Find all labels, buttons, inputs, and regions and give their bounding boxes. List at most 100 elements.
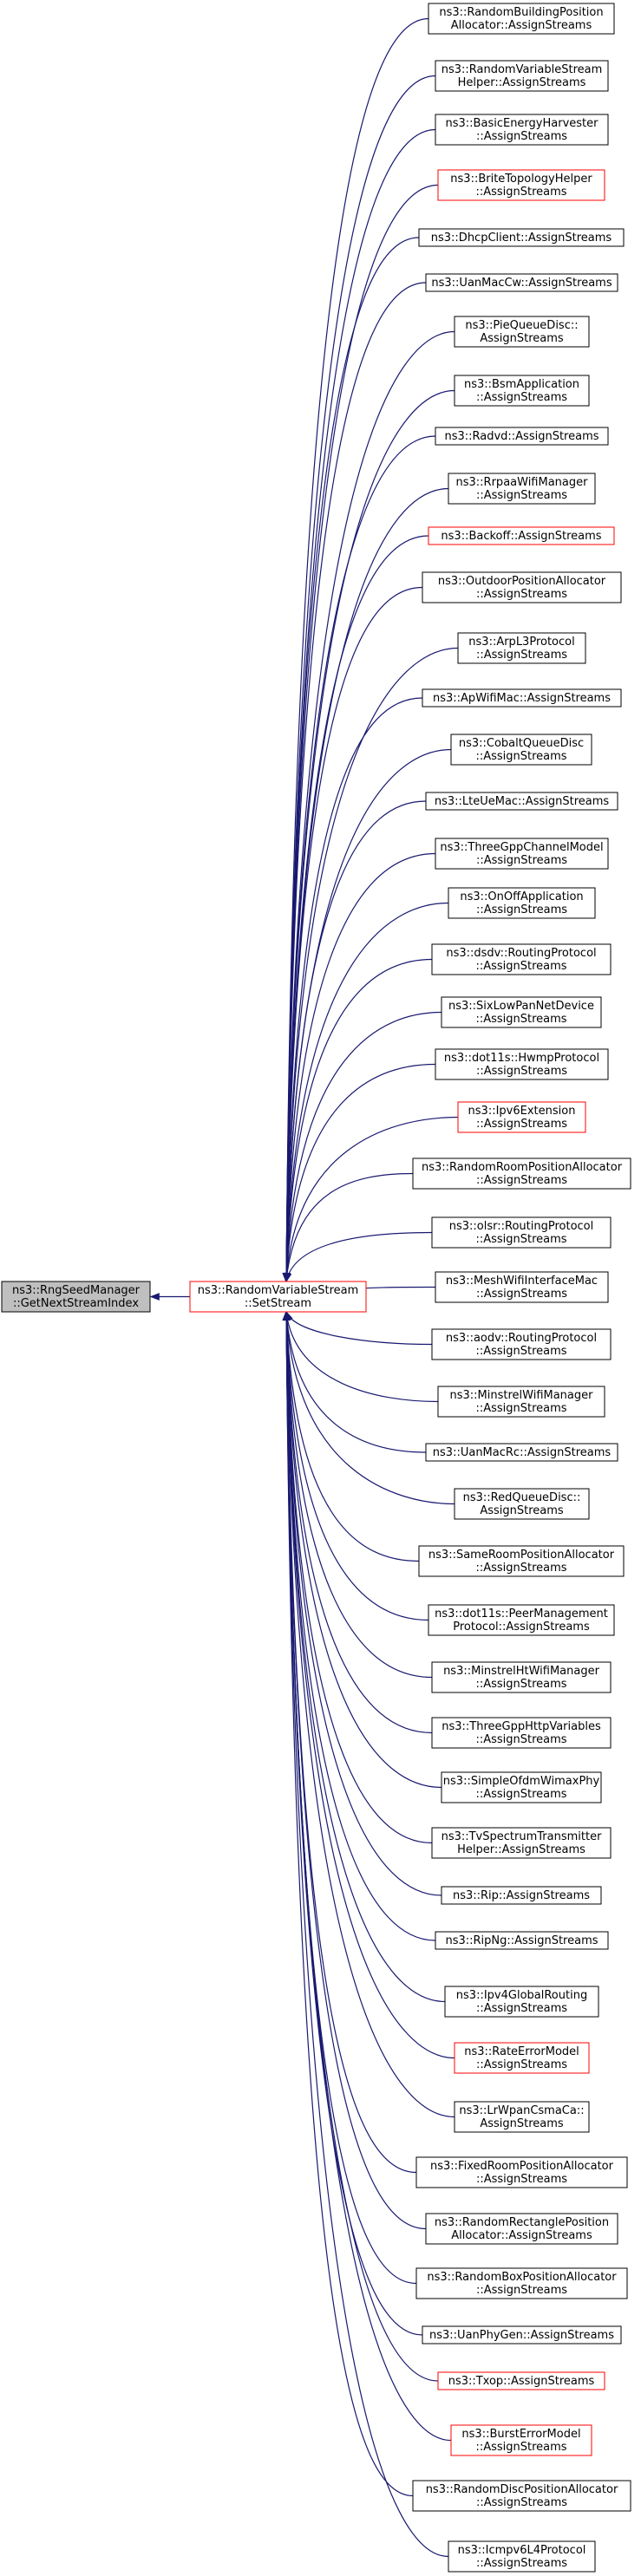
node-icmpv6l4protocol-assignstreams-label-line-2: ::AssignStreams xyxy=(476,2557,567,2570)
node-bursterrormodel-assignstreams-label-line-2: ::AssignStreams xyxy=(475,2441,566,2454)
node-arpl3protocol-assignstreams-label-line-2: ::AssignStreams xyxy=(476,649,567,662)
node-olsr-routingprotocol-assignstreams[interactable]: ns3::olsr::RoutingProtocol::AssignStream… xyxy=(431,1216,612,1249)
node-bursterrormodel-assignstreams[interactable]: ns3::BurstErrorModel::AssignStreams xyxy=(450,2424,592,2456)
edge-minstrelhtwifimanager-assignstreams-to-setstream xyxy=(285,1311,433,1679)
node-bursterrormodel-assignstreams-label-line-1: ns3::BurstErrorModel xyxy=(461,2428,580,2441)
node-basicenergyharvester-assignstreams[interactable]: ns3::BasicEnergyHarvester::AssignStreams xyxy=(435,114,609,146)
node-britetopologyhelper-assignstreams[interactable]: ns3::BriteTopologyHelper::AssignStreams xyxy=(437,169,605,201)
edge-olsr-routingprotocol-assignstreams-to-setstream xyxy=(285,1231,433,1282)
node-dsdv-routingprotocol-assignstreams[interactable]: ns3::dsdv::RoutingProtocol::AssignStream… xyxy=(431,943,612,975)
node-dsdv-routingprotocol-assignstreams-box xyxy=(431,943,612,975)
node-rrpaawifimanager-assignstreams[interactable]: ns3::RrpaaWifiManager::AssignStreams xyxy=(448,473,596,505)
node-uanphygen-assignstreams-box xyxy=(422,2325,622,2344)
node-uanmaccw-assignstreams[interactable]: ns3::UanMacCw::AssignStreams xyxy=(425,273,618,292)
node-minstrelwifimanager-assignstreams[interactable]: ns3::MinstrelWifiManager::AssignStreams xyxy=(437,1386,605,1418)
node-rngseedmanager-getnextstreamindex[interactable]: ns3::RngSeedManager::GetNextStreamIndex xyxy=(1,1281,151,1313)
node-dhcpclient-assignstreams-box xyxy=(418,228,625,247)
node-randombuildingpositionallocator-assignstreams-label-line-1: ns3::RandomBuildingPosition xyxy=(439,6,603,19)
edge-sameroompositionallocator-assignstreams-to-setstream xyxy=(285,1311,420,1562)
node-basicenergyharvester-assignstreams-box xyxy=(435,114,609,146)
edge-ipv6extension-assignstreams-to-setstream xyxy=(285,1116,459,1282)
node-randomvariablestreamhelper-assignstreams[interactable]: ns3::RandomVariableStreamHelper::AssignS… xyxy=(435,60,609,92)
node-rngseedmanager-getnextstreamindex-label-line-1: ns3::RngSeedManager xyxy=(12,1284,141,1297)
node-onoffapplication-assignstreams[interactable]: ns3::OnOffApplication::AssignStreams xyxy=(448,887,596,919)
edge-britetopologyhelper-assignstreams-to-setstream xyxy=(285,184,439,1282)
node-randomroompositionallocator-assignstreams[interactable]: ns3::RandomRoomPositionAllocator::Assign… xyxy=(412,1158,631,1190)
node-meshwifiinterfacemac-assignstreams-label-line-2: ::AssignStreams xyxy=(476,1288,567,1301)
node-sameroompositionallocator-assignstreams-label-line-2: ::AssignStreams xyxy=(475,1562,566,1575)
node-redqueuedisc-assignstreams-box xyxy=(454,1488,590,1520)
node-rateerrormodel-assignstreams[interactable]: ns3::RateErrorModel::AssignStreams xyxy=(454,2042,590,2074)
node-uanmacrc-assignstreams[interactable]: ns3::UanMacRc::AssignStreams xyxy=(425,1443,618,1462)
node-simpleofdmwimaxphy-assignstreams[interactable]: ns3::SimpleOfdmWimaxPhy::AssignStreams xyxy=(441,1771,602,1803)
node-ipv6extension-assignstreams[interactable]: ns3::Ipv6Extension::AssignStreams xyxy=(457,1101,586,1133)
node-apwifimac-assignstreams[interactable]: ns3::ApWifiMac::AssignStreams xyxy=(422,688,622,708)
node-fixedroompositionallocator-assignstreams-label-line-1: ns3::FixedRoomPositionAllocator xyxy=(430,2160,614,2173)
edge-threegpphttpvariables-assignstreams-to-setstream xyxy=(285,1311,433,1734)
node-dot11s-peermanagementprotocol-assignstreams-box xyxy=(428,1604,615,1636)
node-ripng-assignstreams[interactable]: ns3::RipNg::AssignStreams xyxy=(435,1931,609,1950)
node-basicenergyharvester-assignstreams-label-line-1: ns3::BasicEnergyHarvester xyxy=(446,117,599,130)
node-rip-assignstreams[interactable]: ns3::Rip::AssignStreams xyxy=(441,1886,602,1905)
edge-layer xyxy=(149,17,459,2558)
node-randomrectanglepositionallocator-assignstreams-box xyxy=(425,2213,618,2245)
node-aodv-routingprotocol-assignstreams[interactable]: ns3::aodv::RoutingProtocol::AssignStream… xyxy=(431,1328,612,1360)
node-sixlowpannetdevice-assignstreams[interactable]: ns3::SixLowPanNetDevice::AssignStreams xyxy=(441,996,602,1028)
node-sameroompositionallocator-assignstreams-box xyxy=(418,1545,625,1577)
node-randombuildingpositionallocator-assignstreams-box xyxy=(428,3,615,35)
edge-apwifimac-assignstreams-to-setstream xyxy=(285,697,423,1282)
node-fixedroompositionallocator-assignstreams[interactable]: ns3::FixedRoomPositionAllocator::AssignS… xyxy=(415,2156,628,2188)
node-outdoorpositionallocator-assignstreams-label-line-2: ::AssignStreams xyxy=(476,588,567,601)
node-threegppchannelmodel-assignstreams[interactable]: ns3::ThreeGppChannelModel::AssignStreams xyxy=(435,838,609,870)
node-bsmapplication-assignstreams[interactable]: ns3::BsmApplication::AssignStreams xyxy=(454,375,590,407)
node-backoff-assignstreams[interactable]: ns3::Backoff::AssignStreams xyxy=(428,526,615,545)
node-randomboxpositionallocator-assignstreams-label-line-2: ::AssignStreams xyxy=(476,2284,567,2297)
arrowhead-icmpv6l4protocol-assignstreams xyxy=(282,1310,291,1321)
edge-randomdiscpositionallocator-assignstreams-to-setstream xyxy=(285,1311,414,2497)
node-dot11s-hwmpprotocol-assignstreams[interactable]: ns3::dot11s::HwmpProtocol::AssignStreams xyxy=(435,1048,609,1080)
node-sameroompositionallocator-assignstreams[interactable]: ns3::SameRoomPositionAllocator::AssignSt… xyxy=(418,1545,625,1577)
node-randomdiscpositionallocator-assignstreams[interactable]: ns3::RandomDiscPositionAllocator::Assign… xyxy=(412,2480,631,2512)
node-randombuildingpositionallocator-assignstreams[interactable]: ns3::RandomBuildingPositionAllocator::As… xyxy=(428,3,615,35)
edge-rateerrormodel-assignstreams-to-setstream xyxy=(285,1311,455,2059)
node-icmpv6l4protocol-assignstreams[interactable]: ns3::Icmpv6L4Protocol::AssignStreams xyxy=(448,2540,596,2573)
edge-simpleofdmwimaxphy-assignstreams-to-setstream xyxy=(285,1311,442,1789)
node-ipv6extension-assignstreams-box xyxy=(457,1101,586,1133)
node-cobaltqueuedisc-assignstreams-label-line-1: ns3::CobaltQueueDisc xyxy=(459,737,584,750)
node-olsr-routingprotocol-assignstreams-label-line-1: ns3::olsr::RoutingProtocol xyxy=(449,1220,594,1233)
node-randomvariablestreamhelper-assignstreams-label-line-2: Helper::AssignStreams xyxy=(458,76,586,89)
node-randomvariablestreamhelper-assignstreams-label-line-1: ns3::RandomVariableStream xyxy=(442,63,603,76)
node-radvd-assignstreams[interactable]: ns3::Radvd::AssignStreams xyxy=(435,427,609,446)
node-cobaltqueuedisc-assignstreams[interactable]: ns3::CobaltQueueDisc::AssignStreams xyxy=(450,734,592,766)
node-redqueuedisc-assignstreams[interactable]: ns3::RedQueueDisc::AssignStreams xyxy=(454,1488,590,1520)
node-lrwpancsmaca-assignstreams[interactable]: ns3::LrWpanCsmaCa::AssignStreams xyxy=(454,2101,590,2133)
node-randomboxpositionallocator-assignstreams[interactable]: ns3::RandomBoxPositionAllocator::AssignS… xyxy=(415,2267,628,2299)
node-tvspectrumtransmitterhelper-assignstreams-label-line-2: Helper::AssignStreams xyxy=(457,1843,585,1856)
node-tvspectrumtransmitterhelper-assignstreams[interactable]: ns3::TvSpectrumTransmitterHelper::Assign… xyxy=(431,1827,612,1859)
node-randomvariablestream-setstream[interactable]: ns3::RandomVariableStream::SetStream xyxy=(189,1281,367,1313)
node-ipv4globalrouting-assignstreams[interactable]: ns3::Ipv4GlobalRouting::AssignStreams xyxy=(444,1986,599,2018)
node-dhcpclient-assignstreams[interactable]: ns3::DhcpClient::AssignStreams xyxy=(418,228,625,247)
node-txop-assignstreams[interactable]: ns3::Txop::AssignStreams xyxy=(437,2371,605,2390)
node-dot11s-hwmpprotocol-assignstreams-label-line-1: ns3::dot11s::HwmpProtocol xyxy=(444,1052,599,1065)
node-meshwifiinterfacemac-assignstreams[interactable]: ns3::MeshWifiInterfaceMac::AssignStreams xyxy=(435,1271,609,1303)
node-minstrelhtwifimanager-assignstreams[interactable]: ns3::MinstrelHtWifiManager::AssignStream… xyxy=(431,1661,612,1693)
node-minstrelwifimanager-assignstreams-box xyxy=(437,1386,605,1418)
node-onoffapplication-assignstreams-label-line-2: ::AssignStreams xyxy=(476,903,567,916)
edge-randomroompositionallocator-assignstreams-to-setstream xyxy=(285,1172,414,1282)
node-randomrectanglepositionallocator-assignstreams[interactable]: ns3::RandomRectanglePositionAllocator::A… xyxy=(425,2213,618,2245)
node-piequeuedisc-assignstreams[interactable]: ns3::PieQueueDisc::AssignStreams xyxy=(454,316,590,348)
node-tvspectrumtransmitterhelper-assignstreams-label-line-1: ns3::TvSpectrumTransmitter xyxy=(442,1830,602,1843)
edge-dsdv-routingprotocol-assignstreams-to-setstream xyxy=(285,958,433,1282)
node-aodv-routingprotocol-assignstreams-label-line-1: ns3::aodv::RoutingProtocol xyxy=(446,1332,597,1345)
edge-uanmaccw-assignstreams-to-setstream xyxy=(285,282,427,1282)
node-randomvariablestream-setstream-label-line-1: ns3::RandomVariableStream xyxy=(198,1284,359,1297)
node-threegpphttpvariables-assignstreams[interactable]: ns3::ThreeGppHttpVariables::AssignStream… xyxy=(431,1717,612,1749)
node-simpleofdmwimaxphy-assignstreams-label-line-2: ::AssignStreams xyxy=(475,1788,566,1801)
node-lteuemac-assignstreams[interactable]: ns3::LteUeMac::AssignStreams xyxy=(425,792,618,811)
node-uanphygen-assignstreams[interactable]: ns3::UanPhyGen::AssignStreams xyxy=(422,2325,622,2344)
node-arpl3protocol-assignstreams[interactable]: ns3::ArpL3Protocol::AssignStreams xyxy=(457,632,586,664)
node-outdoorpositionallocator-assignstreams[interactable]: ns3::OutdoorPositionAllocator::AssignStr… xyxy=(422,571,622,603)
node-dot11s-peermanagementprotocol-assignstreams[interactable]: ns3::dot11s::PeerManagementProtocol::Ass… xyxy=(428,1604,615,1636)
node-fixedroompositionallocator-assignstreams-label-line-2: ::AssignStreams xyxy=(476,2173,567,2186)
